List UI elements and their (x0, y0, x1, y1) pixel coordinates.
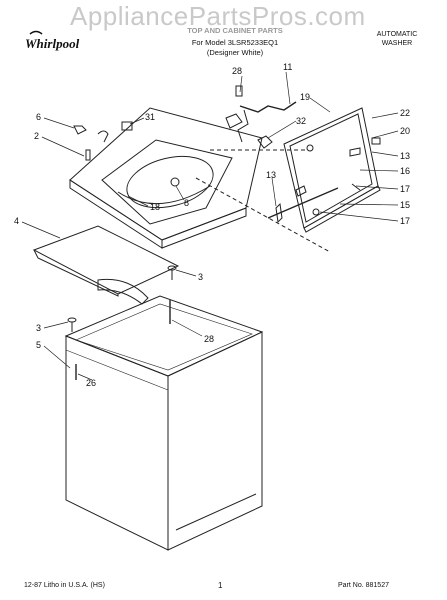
product-type-line-2: WASHER (381, 40, 413, 47)
hinge-clip-parts (73, 121, 133, 161)
callout-32: 32 (296, 116, 306, 126)
front-panel-part (32, 225, 180, 305)
callout-5: 5 (36, 340, 41, 350)
product-type-line-1: AUTOMATIC (376, 31, 418, 38)
callout-17-top: 17 (400, 184, 410, 194)
callout-22: 22 (400, 108, 410, 118)
screw-parts (67, 265, 177, 380)
lid-hinge-parts (275, 137, 381, 224)
washer-lid-part (283, 107, 381, 233)
callout-3-left: 3 (36, 323, 41, 333)
callout-4: 4 (14, 216, 19, 226)
callout-31: 31 (145, 112, 155, 122)
callout-13-right: 13 (400, 151, 410, 161)
callout-28-mid: 28 (204, 334, 214, 344)
callout-6: 6 (36, 112, 41, 122)
callout-15: 15 (400, 200, 410, 210)
callout-26: 26 (86, 378, 96, 388)
callout-28-top: 28 (232, 66, 242, 76)
callout-3-right: 3 (198, 272, 203, 282)
callout-13-left: 13 (266, 170, 276, 180)
diagram-title: TOP AND CABINET PARTS (187, 26, 283, 35)
whirlpool-swirl-icon (29, 30, 43, 35)
callout-19: 19 (300, 92, 310, 102)
footer-part-number: Part No. 881527 (338, 582, 389, 589)
callout-18: 18 (150, 202, 160, 212)
callout-2: 2 (34, 131, 39, 141)
footer-page-number: 1 (218, 581, 223, 590)
product-type: AUTOMATIC WASHER (362, 30, 432, 48)
callout-11: 11 (283, 62, 292, 72)
callout-20: 20 (400, 126, 410, 136)
callout-16: 16 (400, 166, 410, 176)
footer-litho: 12-87 Litho in U.S.A. (HS) (24, 582, 105, 589)
leader-lines (21, 71, 399, 381)
color-line: (Designer White) (206, 48, 264, 57)
cabinet-part (64, 295, 264, 551)
watermark: AppliancePartsPros.com (70, 1, 366, 31)
callout-17-bottom: 17 (400, 216, 410, 226)
wire-harness-part (225, 85, 297, 143)
washer-top-part (69, 107, 263, 249)
logo-text: Whirlpool (25, 36, 80, 51)
model-line: For Model 3LSR5233EQ1 (191, 38, 279, 47)
brand-logo: Whirlpool (24, 28, 84, 56)
callout-8: 8 (184, 198, 189, 208)
